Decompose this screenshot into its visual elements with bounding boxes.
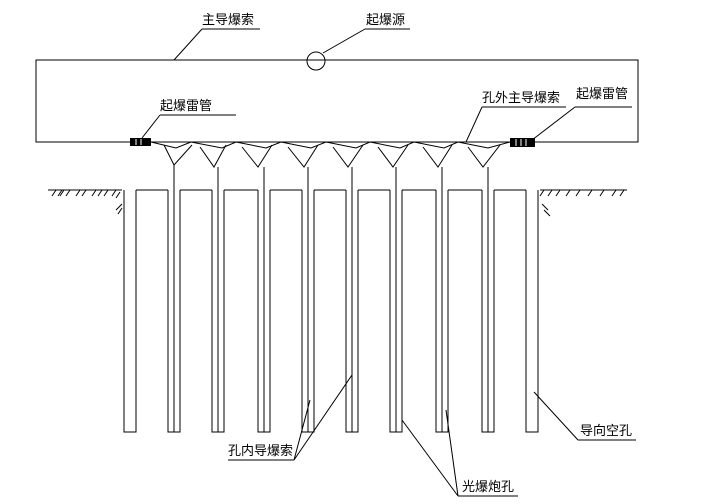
guide-empty-hole — [123, 190, 539, 433]
leader-detonator-left — [141, 114, 236, 139]
leader-in-hole-cord — [228, 374, 353, 461]
label-initiation-source: 起爆源 — [366, 13, 405, 28]
ground-surface-right — [539, 189, 627, 217]
main-cord-loop — [35, 59, 639, 143]
label-in-hole-cord: 孔内导爆索 — [228, 443, 293, 459]
detonator-right-icon — [510, 138, 535, 147]
label-main-cord: 主导爆索 — [202, 13, 254, 28]
leader-outer-cord — [465, 106, 566, 143]
label-detonator-right: 起爆雷管 — [576, 87, 628, 102]
initiation-source-icon — [306, 51, 326, 71]
blast-holes — [167, 190, 495, 433]
in-hole-cords — [173, 165, 489, 432]
detonator-left-icon — [130, 138, 151, 146]
leader-main-cord — [173, 28, 260, 61]
label-guide-hole: 导向空孔 — [580, 423, 632, 439]
label-smooth-blast-hole: 光爆炮孔 — [462, 480, 514, 495]
outer-main-cord — [150, 141, 511, 149]
cord-drops — [163, 144, 501, 168]
label-detonator-left: 起爆雷管 — [160, 99, 212, 114]
ground-surface-left — [48, 189, 123, 215]
label-outer-cord: 孔外主导爆索 — [482, 91, 560, 106]
leader-detonator-right — [531, 106, 632, 141]
leader-smooth-blast-hole — [401, 409, 518, 497]
leader-guide-hole — [533, 391, 636, 441]
leader-initiation-source — [322, 28, 410, 54]
